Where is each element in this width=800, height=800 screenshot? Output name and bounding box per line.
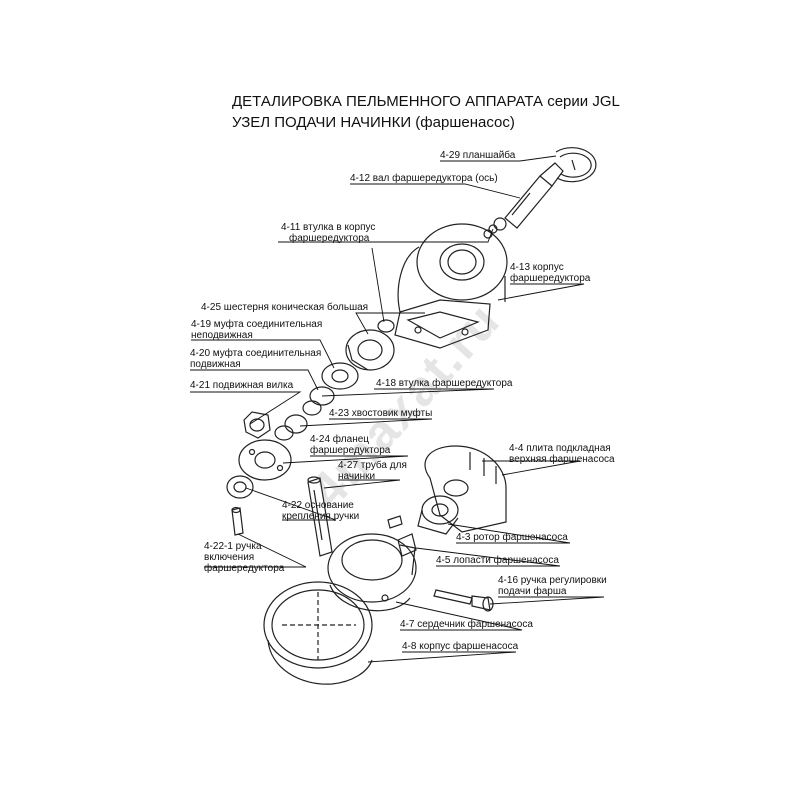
part-fork-drawing xyxy=(243,411,271,439)
label-line: фаршередуктора xyxy=(310,445,391,456)
label-part-4-25: 4-25 шестерня коническая большая xyxy=(201,302,368,313)
label-line: 4-3 ротор фаршенасоса xyxy=(456,532,568,543)
label-line: 4-8 корпус фаршенасоса xyxy=(402,641,519,652)
label-line: 4-20 муфта соединительная xyxy=(190,348,322,359)
label-line: подвижная xyxy=(190,359,241,370)
part-bushing-drawing xyxy=(377,319,395,333)
label-line: 4-7 сердечник фаршенасоса xyxy=(400,619,533,630)
part-handle-drawing xyxy=(231,506,244,536)
label-line: верхняя фаршенасоса xyxy=(509,454,615,465)
label-part-4-12: 4-12 вал фаршередуктора (ось) xyxy=(350,173,498,184)
label-line: 4-22-1 ручка xyxy=(204,541,262,552)
label-line: 4-22 основание xyxy=(282,500,354,511)
part-coupling-drawing xyxy=(302,362,359,416)
label-line: 4-27 труба для xyxy=(338,460,407,471)
label-line: 4-12 вал фаршередуктора (ось) xyxy=(350,173,498,184)
diagram-title-line1: ДЕТАЛИРОВКА ПЕЛЬМЕННОГО АППАРАТА серии J… xyxy=(232,93,620,110)
label-part-4-21: 4-21 подвижная вилка xyxy=(190,380,293,391)
label-line: фаршередуктора xyxy=(204,563,285,574)
label-line: неподвижная xyxy=(191,330,253,341)
label-line: 4-25 шестерня коническая большая xyxy=(201,302,369,313)
label-part-4-8: 4-8 корпус фаршенасоса xyxy=(402,641,518,652)
label-line: 4-21 подвижная вилка xyxy=(190,380,294,391)
part-filling-tube-drawing xyxy=(307,476,333,557)
part-handle-base-drawing xyxy=(226,475,254,499)
part-blades-drawing xyxy=(387,515,417,557)
label-line: 4-11 втулка в корпус xyxy=(281,222,376,233)
label-part-4-18: 4-18 втулка фаршередуктора xyxy=(376,378,512,389)
leader-lines xyxy=(190,155,605,663)
part-pump-housing-drawing xyxy=(263,581,373,685)
label-line: 4-16 ручка регулировки xyxy=(498,575,607,586)
label-line: включения xyxy=(204,552,255,563)
part-coupling-shank-drawing xyxy=(274,414,308,441)
label-line: начинки xyxy=(338,471,376,482)
part-flange-drawing xyxy=(238,439,292,481)
label-line: фаршередуктора xyxy=(289,233,370,244)
label-line: подачи фарша xyxy=(498,586,567,597)
label-line: 4-18 втулка фаршередуктора xyxy=(376,378,513,389)
label-line: фаршередуктора xyxy=(510,273,591,284)
part-regulator-handle-drawing xyxy=(433,589,494,612)
label-line: 4-29 планшайба xyxy=(440,150,516,161)
label-part-4-29: 4-29 планшайба xyxy=(440,150,515,161)
label-line: 4-4 плита подкладная xyxy=(509,443,611,454)
label-line: крепления ручки xyxy=(282,511,360,522)
part-reducer-housing-drawing xyxy=(394,223,508,349)
part-core-drawing xyxy=(327,533,417,612)
label-line: 4-19 муфта соединительная xyxy=(191,319,323,330)
part-bevel-gear-drawing xyxy=(345,329,395,371)
diagram-title-line2: УЗЕЛ ПОДАЧИ НАЧИНКИ (фаршенасос) xyxy=(232,114,515,131)
label-part-4-23: 4-23 хвостовик муфты xyxy=(329,408,432,419)
part-shaft-drawing xyxy=(483,162,564,239)
label-part-4-7: 4-7 сердечник фаршенасоса xyxy=(400,619,533,630)
label-line: 4-13 корпус xyxy=(510,262,564,273)
label-line: 4-5 лопасти фаршенасоса xyxy=(436,555,559,566)
part-base-plate-drawing xyxy=(424,445,507,533)
label-part-4-5: 4-5 лопасти фаршенасоса xyxy=(436,555,559,566)
label-line: 4-23 хвостовик муфты xyxy=(329,408,433,419)
part-faceplate-drawing xyxy=(555,147,597,183)
label-line: 4-24 фланец xyxy=(310,434,370,445)
part-rotor-drawing xyxy=(417,495,459,535)
label-part-4-3: 4-3 ротор фаршенасоса xyxy=(456,532,568,543)
